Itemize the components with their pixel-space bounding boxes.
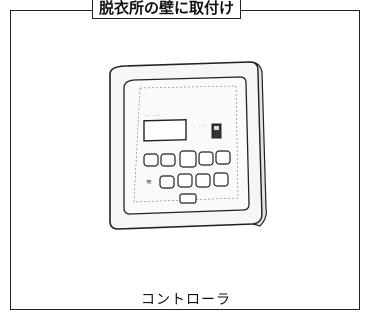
svg-text:· · · · ·: · · · · · — [146, 113, 161, 119]
controller-illustration: · · · · · · · · ≋ — [109, 61, 267, 230]
svg-text:≋: ≋ — [146, 178, 152, 186]
header-title: 脱衣所の壁に取付け — [92, 0, 242, 19]
svg-text:· · ·: · · · — [199, 123, 205, 128]
illustration-caption: コントローラ — [141, 292, 231, 308]
